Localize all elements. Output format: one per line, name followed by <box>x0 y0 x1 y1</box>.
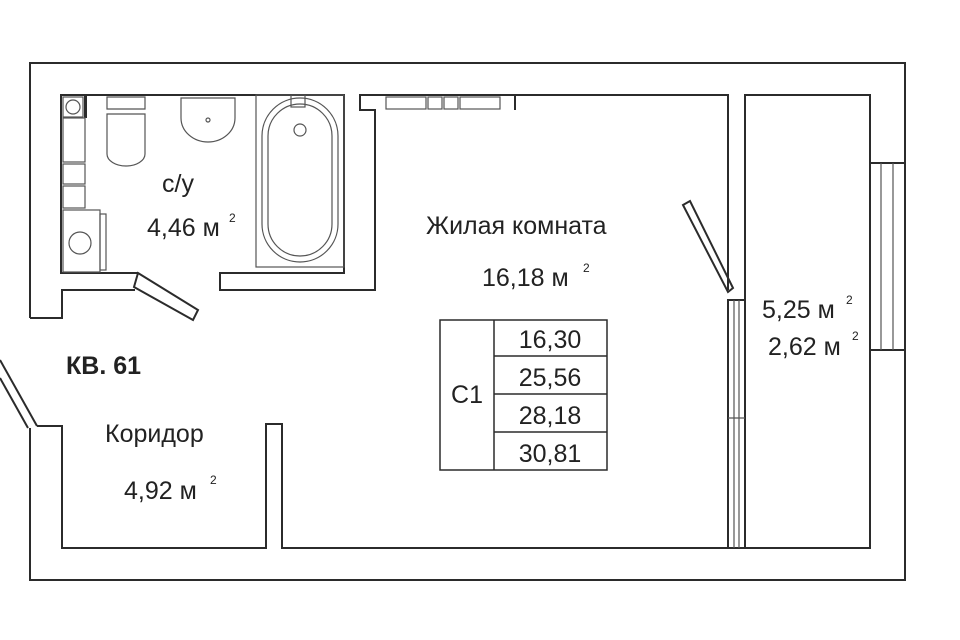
toilet-icon <box>106 113 146 167</box>
bathroom-area: 4,46 м <box>147 214 220 242</box>
bathroom-name: с/у <box>162 170 194 198</box>
corridor-area: 4,92 м <box>124 477 197 505</box>
bathroom-fixtures <box>62 94 345 273</box>
corridor-area-sup: 2 <box>210 473 217 487</box>
table-type-label: С1 <box>451 381 483 409</box>
table-value: 30,81 <box>519 440 582 468</box>
sink-icon <box>180 97 236 143</box>
table-value: 25,56 <box>519 364 582 392</box>
washing-machine <box>62 209 101 273</box>
table-value: 16,30 <box>519 326 582 354</box>
living-room-name: Жилая комната <box>426 212 607 240</box>
bathroom-area-sup: 2 <box>229 211 236 225</box>
corridor-name: Коридор <box>105 420 204 448</box>
radiator <box>385 96 501 110</box>
living-room-walls <box>37 94 735 549</box>
toilet-tank <box>106 96 146 110</box>
table-value: 28,18 <box>519 402 582 430</box>
balcony-area-reduced: 2,62 м <box>768 333 841 361</box>
balcony-area-full: 5,25 м <box>762 296 835 324</box>
bathroom-walls <box>30 94 516 322</box>
bathtub-frame <box>255 94 345 268</box>
balcony-door <box>727 94 871 549</box>
area-table: С1 16,30 25,56 28,18 30,81 <box>439 319 608 471</box>
shaft <box>62 96 84 118</box>
living-room-area: 16,18 м <box>482 264 569 292</box>
balcony-area-reduced-sup: 2 <box>852 329 859 343</box>
apartment-label: КВ. 61 <box>66 352 141 380</box>
bathtub-icon <box>261 97 339 263</box>
balcony-area-full-sup: 2 <box>846 293 853 307</box>
outer-walls <box>0 62 906 581</box>
balcony-door-leaf <box>681 199 735 294</box>
balcony-window <box>869 162 906 351</box>
washing-machine-drum-icon <box>68 231 92 255</box>
living-room-area-sup: 2 <box>583 261 590 275</box>
